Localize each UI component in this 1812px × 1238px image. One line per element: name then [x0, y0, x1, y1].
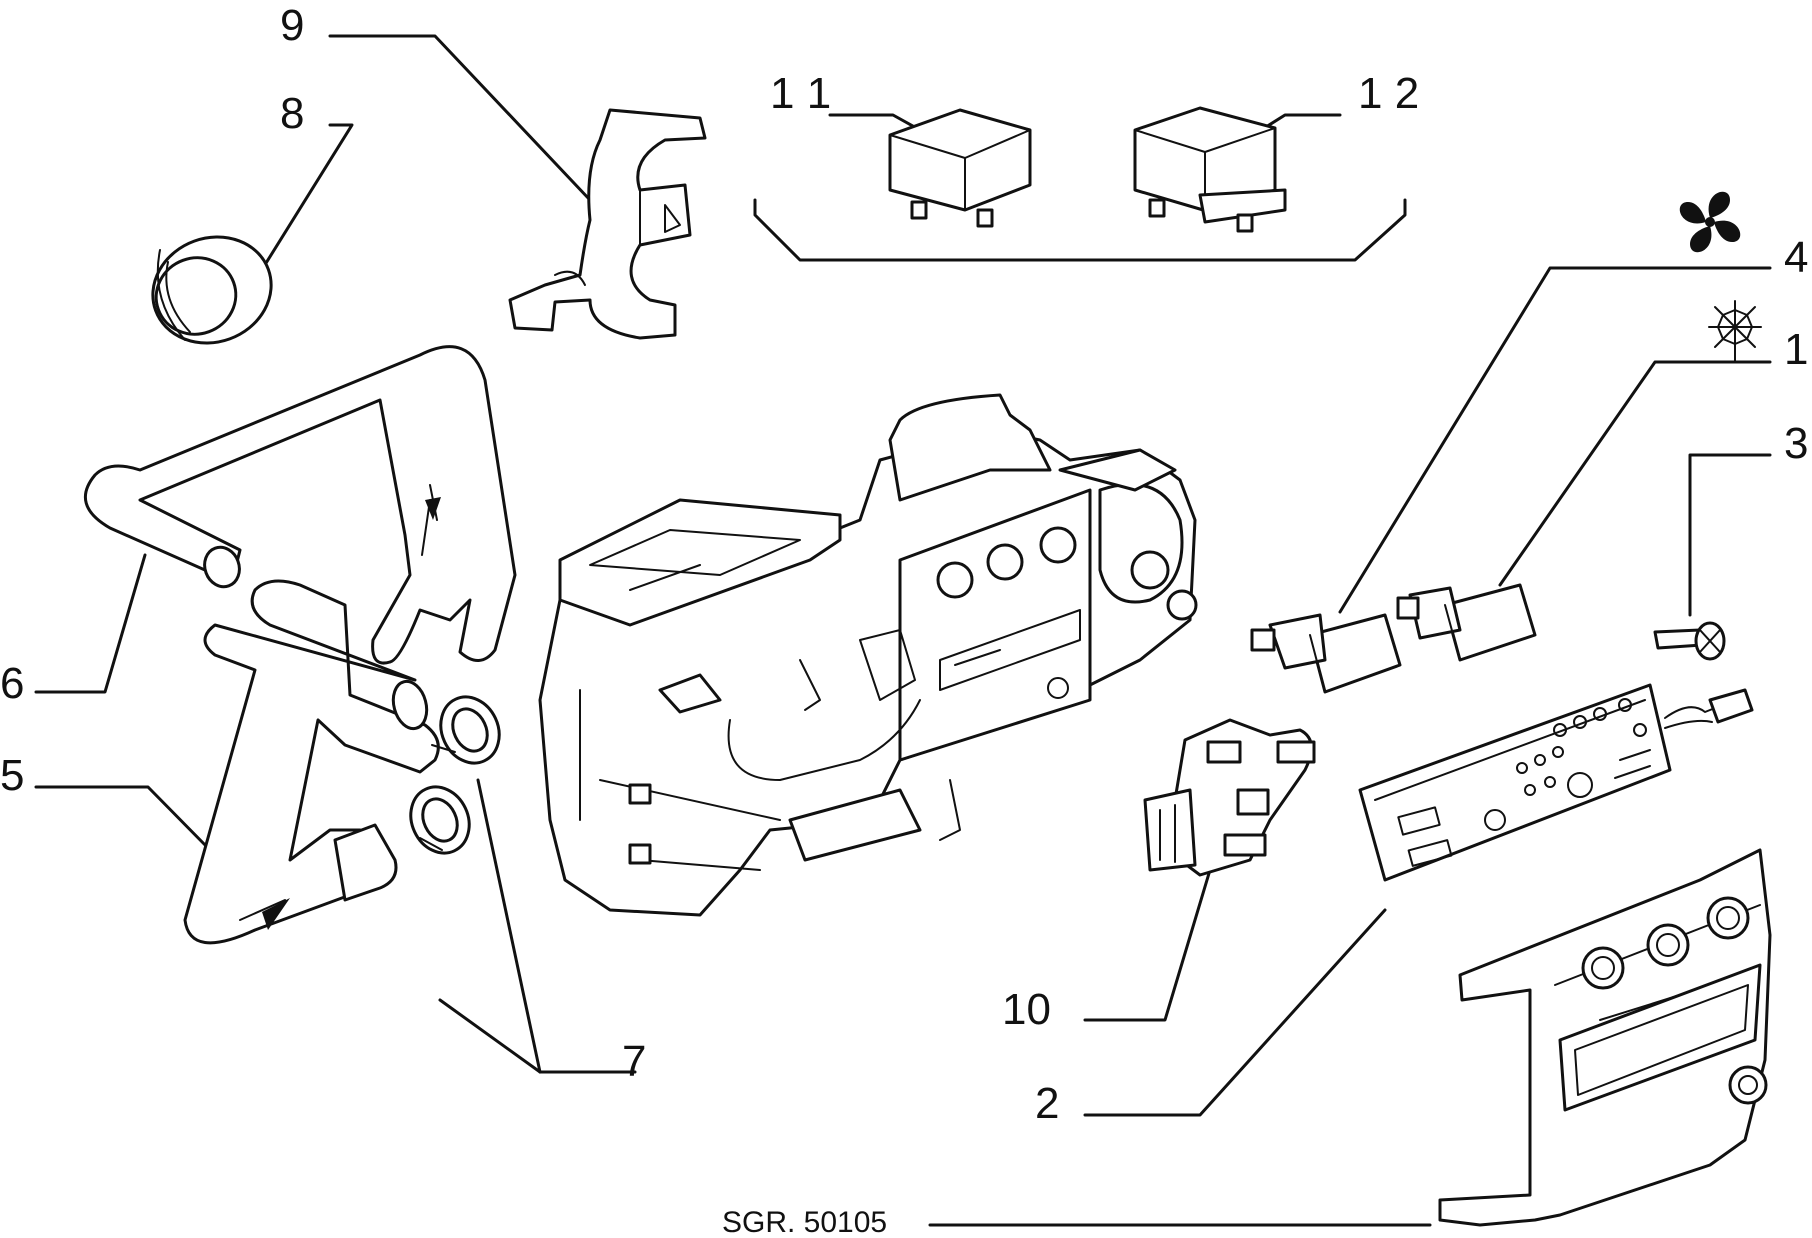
callout-12: 1 2 [1358, 69, 1419, 118]
part-7-hose-clamps [409, 695, 501, 855]
callout-10: 10 [1002, 985, 1051, 1034]
part-8-ring-seal [151, 235, 273, 345]
leader-lines [34, 34, 1772, 1227]
part-6-heater-hose [84, 345, 517, 665]
part-10-resistor [1143, 718, 1316, 877]
reference-code: SGR. 50105 [722, 1206, 887, 1238]
callout-2: 2 [1035, 1079, 1059, 1128]
snowflake-icon [1708, 300, 1762, 362]
callout-6: 6 [0, 659, 24, 708]
callout-3: 3 [1784, 419, 1808, 468]
callout-4: 4 [1784, 233, 1808, 282]
callout-9: 9 [280, 1, 304, 50]
part-3-screw [1653, 621, 1726, 661]
callout-11: 1 1 [770, 69, 831, 118]
part-5-heater-hose [183, 579, 440, 945]
fan-icon [1679, 191, 1741, 253]
part-11-relay [888, 108, 1032, 228]
part-9-bracket [508, 108, 707, 340]
callout-5: 5 [0, 751, 24, 800]
callout-8: 8 [280, 89, 304, 138]
part-1-ac-switch [1396, 583, 1537, 662]
callout-7: 7 [622, 1037, 646, 1086]
part-4-fan-switch [1250, 613, 1402, 694]
part-12-relay [1133, 106, 1287, 233]
dashboard-bezel [1438, 848, 1772, 1227]
callout-1: 1 [1784, 325, 1808, 374]
heater-unit-assembly [538, 393, 1198, 917]
part-2-control-panel [1358, 683, 1754, 882]
